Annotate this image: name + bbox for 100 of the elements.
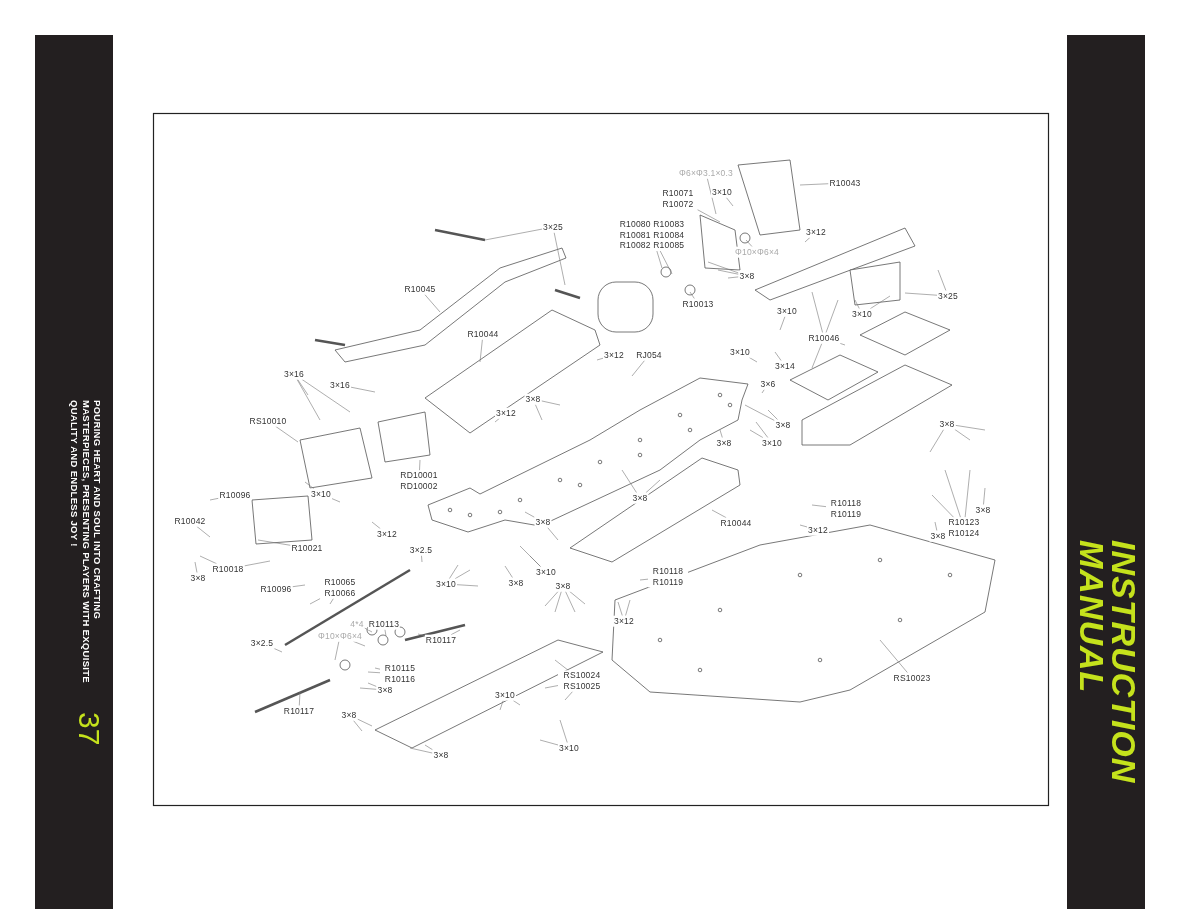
part-number-label: 3×8 (938, 418, 956, 430)
leader-line (639, 578, 649, 581)
leader-line (879, 639, 908, 673)
part-number-label: 3×10 (761, 437, 783, 449)
leader-line (799, 183, 829, 186)
leader-line (931, 494, 954, 518)
leader-line (727, 276, 739, 279)
part-number-label: 3×6 (759, 378, 777, 390)
leader-line (409, 747, 433, 754)
part-number-label: 3×12 (807, 524, 829, 536)
leader-line (717, 269, 739, 275)
part-number-label: 3×10 (494, 689, 516, 701)
part-number-label: 3×10 (711, 186, 733, 198)
leader-line (535, 404, 543, 421)
leader-line (357, 718, 373, 727)
leader-line (364, 627, 373, 633)
leader-line (569, 591, 586, 605)
part-number-label: R10044 (466, 328, 500, 340)
leader-line (301, 379, 351, 413)
part-number-label: 3×2.5 (249, 637, 275, 649)
leader-line (199, 555, 217, 564)
leader-line (479, 339, 483, 363)
part-number-label: 3×10 (729, 346, 751, 358)
leader-line (553, 232, 566, 286)
page-number: 37 (74, 712, 104, 748)
part-number-label: R10045 (403, 283, 437, 295)
leader-line (384, 629, 387, 637)
part-number-label: R10096 (259, 583, 293, 595)
leader-line (929, 429, 945, 453)
leader-line (334, 641, 340, 661)
leader-line (904, 292, 938, 296)
leader-line (744, 404, 775, 421)
leader-line (711, 509, 727, 518)
leader-line (544, 591, 559, 607)
leader-line (273, 648, 283, 653)
part-number-label: 3×12 (805, 226, 827, 238)
leader-line (524, 511, 535, 518)
leader-line (983, 487, 986, 505)
leader-line (554, 591, 562, 613)
part-number-label: 3×8 (340, 709, 358, 721)
leader-line (554, 659, 569, 671)
leader-line (244, 560, 271, 567)
part-number-label: 3×25 (937, 290, 959, 302)
leader-line (725, 197, 734, 207)
part-number-label: R10118 R10119 (648, 566, 688, 588)
leader-line (539, 739, 559, 746)
leader-line (449, 564, 459, 579)
part-number-label: 4*4 (349, 618, 365, 630)
leader-line (350, 386, 376, 393)
part-number-label: 3×8 (189, 572, 207, 584)
leader-line (799, 524, 808, 528)
leader-line (955, 425, 986, 431)
leader-line (964, 469, 971, 518)
leader-line (421, 555, 423, 563)
leader-line (954, 429, 971, 441)
leader-line (755, 421, 769, 438)
leader-line (937, 269, 947, 291)
part-number-label: 3×10 (535, 566, 557, 578)
leader-line (697, 209, 721, 223)
part-number-label: 3×8 (774, 419, 792, 431)
part-number-label: R10043 (828, 177, 862, 189)
leader-line (934, 521, 938, 531)
leader-line (419, 459, 421, 471)
leader-line (519, 545, 541, 567)
leader-line (645, 479, 661, 493)
leader-line (596, 357, 604, 361)
part-number-label: 3×8 (554, 580, 572, 592)
part-number-label: Φ10×Φ6×4 (317, 630, 363, 642)
part-number-label: 3×10 (851, 308, 873, 320)
part-number-label: R10013 (681, 298, 715, 310)
leader-line (450, 629, 461, 635)
part-number-label: R10021 (290, 542, 324, 554)
leader-line (304, 481, 315, 489)
leader-line (512, 700, 521, 706)
part-number-label: R10042 (173, 515, 207, 527)
leader-line (275, 426, 299, 443)
part-number-label: R10117 (282, 705, 316, 717)
part-number-label: 3×10 (558, 742, 580, 754)
part-number-label: 3×14 (774, 360, 796, 372)
leader-line (353, 720, 363, 732)
slogan-text: POURING HEART AND SOUL INTO CRAFTING MASTERPIECES, PRESENTING PLAYERS WITH EXQUISITE QUALITY AND ENDLESS JOY ! (68, 400, 103, 685)
leader-line (621, 469, 637, 493)
leader-line (565, 591, 576, 613)
part-number-label: R10018 (211, 563, 245, 575)
leader-line (331, 498, 341, 503)
leader-line (297, 379, 309, 396)
part-number-label: Φ6×Φ3.1×0.3 (677, 167, 735, 179)
part-number-label: 3×12 (495, 407, 517, 419)
leader-line (719, 429, 723, 438)
leader-line (494, 418, 500, 423)
part-number-label: 3×10 (435, 578, 457, 590)
part-number-label: RJ054 (635, 349, 663, 361)
part-number-label: 3×8 (974, 504, 992, 516)
leader-line (869, 295, 891, 309)
leader-line (424, 294, 441, 313)
leader-line (296, 379, 321, 421)
leader-line (625, 599, 631, 616)
part-number-label: 3×25 (542, 221, 564, 233)
leader-line (292, 584, 306, 588)
part-number-label: R10117 (424, 634, 458, 646)
